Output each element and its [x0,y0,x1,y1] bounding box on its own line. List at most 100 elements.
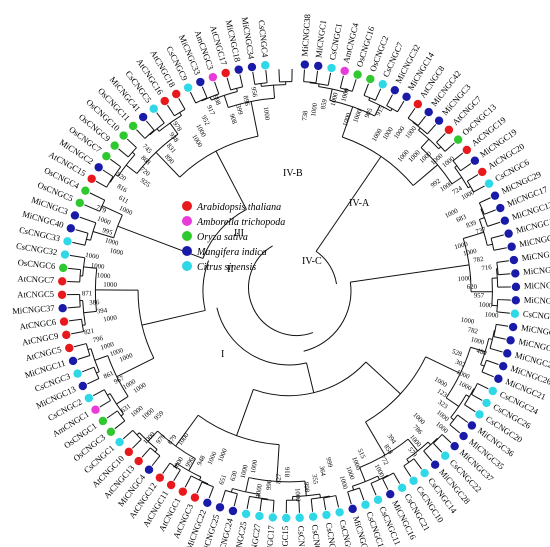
tree-branch [147,430,158,442]
tree-arc [79,269,82,283]
tree-branch [151,455,161,467]
tree-branch [259,498,263,512]
clade-label-iv-a: IV-A [349,198,370,209]
tree-branch [323,497,327,511]
tree-branch [479,217,485,220]
tree-branch [99,400,111,408]
tree-branch [132,439,142,449]
leaf-marker [66,224,76,233]
tree-branch [412,164,438,186]
tree-branch [477,382,489,390]
tree-branch [116,395,129,405]
tree-arc [137,290,155,359]
legend-swatch-mangifera [182,246,192,256]
leaf-marker [134,456,143,466]
leaf-marker [470,156,480,165]
tree-branch [87,378,100,385]
bootstrap-value: 1000 [119,352,135,364]
tree-branch [118,148,129,158]
legend-item-oryza: Oryza sativa [182,231,248,243]
tree-branch [397,100,405,113]
tree-branch [265,70,268,83]
leaf-marker [78,381,88,391]
leaf-marker [482,398,491,408]
tree-branch [481,371,494,378]
bootstrap-value: 890 [163,153,175,166]
bootstrap-value: 1000 [104,237,120,248]
tree-arc [436,142,446,152]
leaf-marker [366,74,375,84]
bootstrap-value: 1000 [404,125,418,141]
tree-branch [370,483,377,496]
tree-arc [496,299,499,312]
bootstrap-value: 839 [465,219,478,229]
tree-branch [433,442,443,453]
tree-branch [457,414,469,423]
leaf-marker [402,92,411,102]
leaf-marker [183,83,193,92]
tree-branch [141,447,151,458]
tree-branch [493,336,506,340]
legend-item-citrus: Citrus sinensis [182,261,256,273]
bootstrap-value: 915 [375,104,386,117]
tree-branch [273,85,276,99]
bootstrap-value: 1000 [100,341,116,352]
leaf-marker [348,504,357,514]
bootstrap-value: 1000 [103,281,117,288]
bootstrap-value: 925 [139,177,152,189]
tree-branch [162,462,171,474]
bootstrap-value: 1000 [109,247,124,257]
bootstrap-value: 720 [139,166,152,178]
leaf-marker [453,135,463,144]
tree-branch [487,221,501,227]
tree-branch [223,95,229,108]
leaf-label: MiCNGC1 [313,19,328,58]
leaf-label: CsCNGC19 [324,522,341,547]
legend-swatch-citrus [182,261,192,271]
tree-arc [406,441,429,460]
tree-branch [351,79,357,92]
species-legend: Arabidopsis thaliana Amborella trichopod… [182,201,285,273]
clade-label-iv-b: IV-B [283,168,303,179]
tree-branch [77,355,90,360]
leaf-marker [440,451,450,460]
tree-branch [339,75,344,89]
bootstrap-value: 1000 [371,127,384,143]
bootstrap-value: 364 [318,465,327,477]
clade-label-iii: III [234,228,244,239]
leaf-marker [115,437,124,447]
backbone-arc [202,260,210,311]
tree-branch [87,348,92,351]
leaf-marker [478,167,487,177]
tree-branch [75,229,89,234]
leaf-marker [172,89,181,99]
bootstrap-value: 1000 [103,314,118,323]
leaf-marker [500,216,510,225]
tree-arc [169,462,181,471]
tree-arc [190,475,209,485]
tree-branch [425,356,461,374]
tree-branch [114,420,126,430]
leaf-marker [196,77,205,87]
tree-arc [261,84,286,87]
bootstrap-value: 515 [356,448,367,461]
tree-branch [115,173,119,177]
leaf-label: MiCNGC30 [523,263,550,276]
bootstrap-value: 1000 [330,91,340,106]
leaf-marker [322,510,331,520]
bootstrap-value: 1000 [207,450,219,466]
leaf-marker [75,198,84,208]
tree-arc [127,147,137,158]
leaf-marker [496,203,505,213]
leaf-marker [160,96,169,106]
tree-branch [154,449,158,453]
leaf-label: CsCNGC17 [263,524,276,547]
bootstrap-value: 996 [185,456,196,469]
leaf-marker [475,410,484,419]
tree-branch [199,476,202,481]
tree-branch [467,174,479,182]
tree-arc [228,97,275,108]
leaf-marker [506,336,515,345]
bootstrap-value: 620 [467,284,478,291]
tree-arc [197,414,280,446]
